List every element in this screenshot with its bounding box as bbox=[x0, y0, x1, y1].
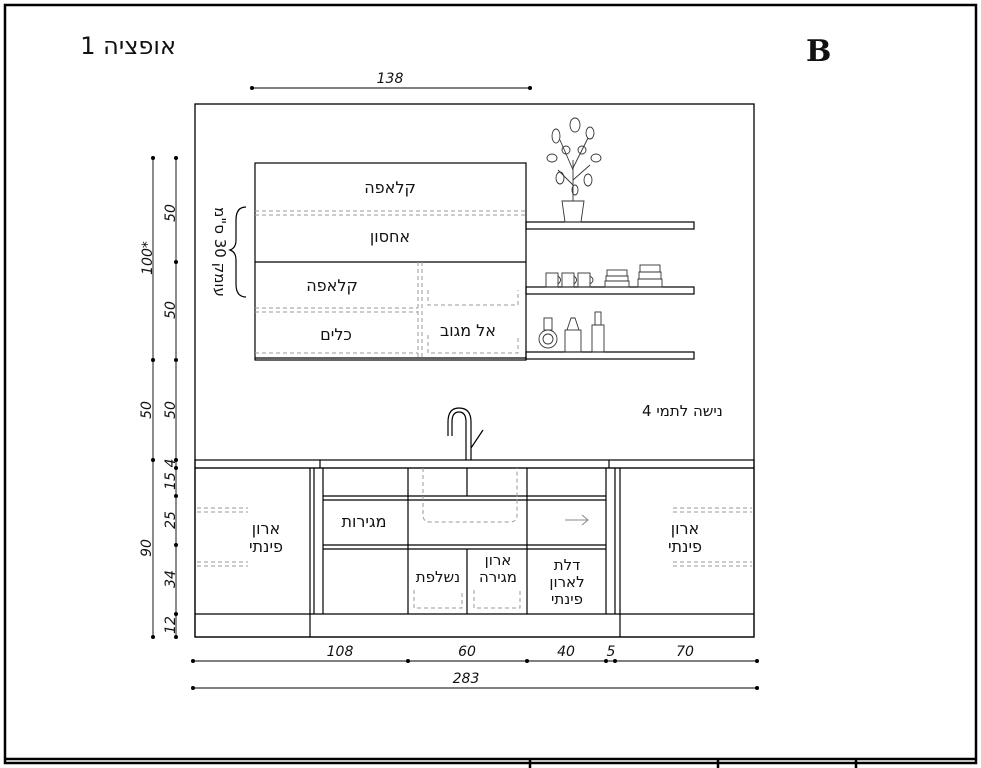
dim-total-width: 283 bbox=[452, 671, 480, 687]
dim-70: 70 bbox=[676, 644, 694, 660]
dimension-ticks bbox=[151, 86, 759, 690]
drawers-label: מגירות bbox=[341, 512, 387, 531]
corner-door-line1: דלת bbox=[553, 556, 581, 574]
base-cabinets bbox=[194, 467, 755, 638]
depth-brace bbox=[228, 206, 247, 298]
dim-drawer-mid: 25 bbox=[163, 511, 179, 529]
dish-drainer-label: אל מגוב bbox=[440, 321, 496, 340]
dim-top-width: 138 bbox=[376, 71, 404, 87]
dim-40: 40 bbox=[557, 644, 575, 660]
dim-upper-1: 50 bbox=[163, 204, 179, 222]
dim-base-total: 90 bbox=[139, 539, 155, 557]
niche-note: נישה לתמי 4 bbox=[642, 402, 723, 420]
faucet-icon bbox=[447, 407, 484, 460]
depth-note: עומק 30 ס"מ bbox=[211, 207, 229, 297]
bottles-icon bbox=[538, 311, 605, 353]
cups-plates-icon bbox=[545, 264, 663, 288]
drawer-cabinet-line1: ארון bbox=[484, 551, 512, 569]
left-corner-line1: ארון bbox=[251, 519, 281, 538]
option-title: אופציה 1 bbox=[80, 32, 176, 60]
dishes-label: כלים bbox=[320, 325, 352, 344]
corner-door-line2: לארון bbox=[549, 573, 585, 591]
right-corner-line1: ארון bbox=[670, 519, 700, 538]
dim-drawer-low: 34 bbox=[163, 570, 179, 588]
dim-108: 108 bbox=[326, 644, 354, 660]
corner-door-line3: פינתי bbox=[551, 590, 583, 608]
base-hidden-lines bbox=[197, 468, 752, 609]
dim-5: 5 bbox=[606, 644, 616, 660]
upper-cabinets bbox=[254, 162, 527, 361]
countertop bbox=[194, 459, 755, 469]
right-corner-line2: פינתי bbox=[667, 537, 703, 556]
left-corner-line2: פינתי bbox=[248, 537, 284, 556]
dim-plinth: 12 bbox=[163, 616, 179, 634]
top-flap-label: קלאפה bbox=[364, 178, 416, 197]
dim-gap-inner: 50 bbox=[163, 401, 179, 419]
dim-gap-outer: 50 bbox=[139, 401, 155, 419]
drawer-cabinet-line2: מגירה bbox=[479, 568, 517, 586]
sheet-border bbox=[3, 3, 978, 765]
dim-60: 60 bbox=[458, 644, 476, 660]
open-shelves bbox=[525, 221, 695, 360]
arrow-icon bbox=[565, 514, 589, 526]
storage-label: אחסון bbox=[369, 227, 411, 246]
dim-upper-total: 100* bbox=[140, 241, 156, 275]
dimension-lines bbox=[152, 87, 757, 689]
plant-icon bbox=[546, 117, 602, 223]
view-letter: B bbox=[806, 34, 832, 69]
dim-upper-2: 50 bbox=[163, 301, 179, 319]
upper-hidden-lines bbox=[255, 210, 526, 360]
dim-drawer-top: 15 bbox=[163, 472, 179, 490]
wall-outline bbox=[194, 103, 755, 638]
pullout-label: נשלפת bbox=[415, 568, 461, 586]
lower-flap-label: קלאפה bbox=[306, 276, 358, 295]
